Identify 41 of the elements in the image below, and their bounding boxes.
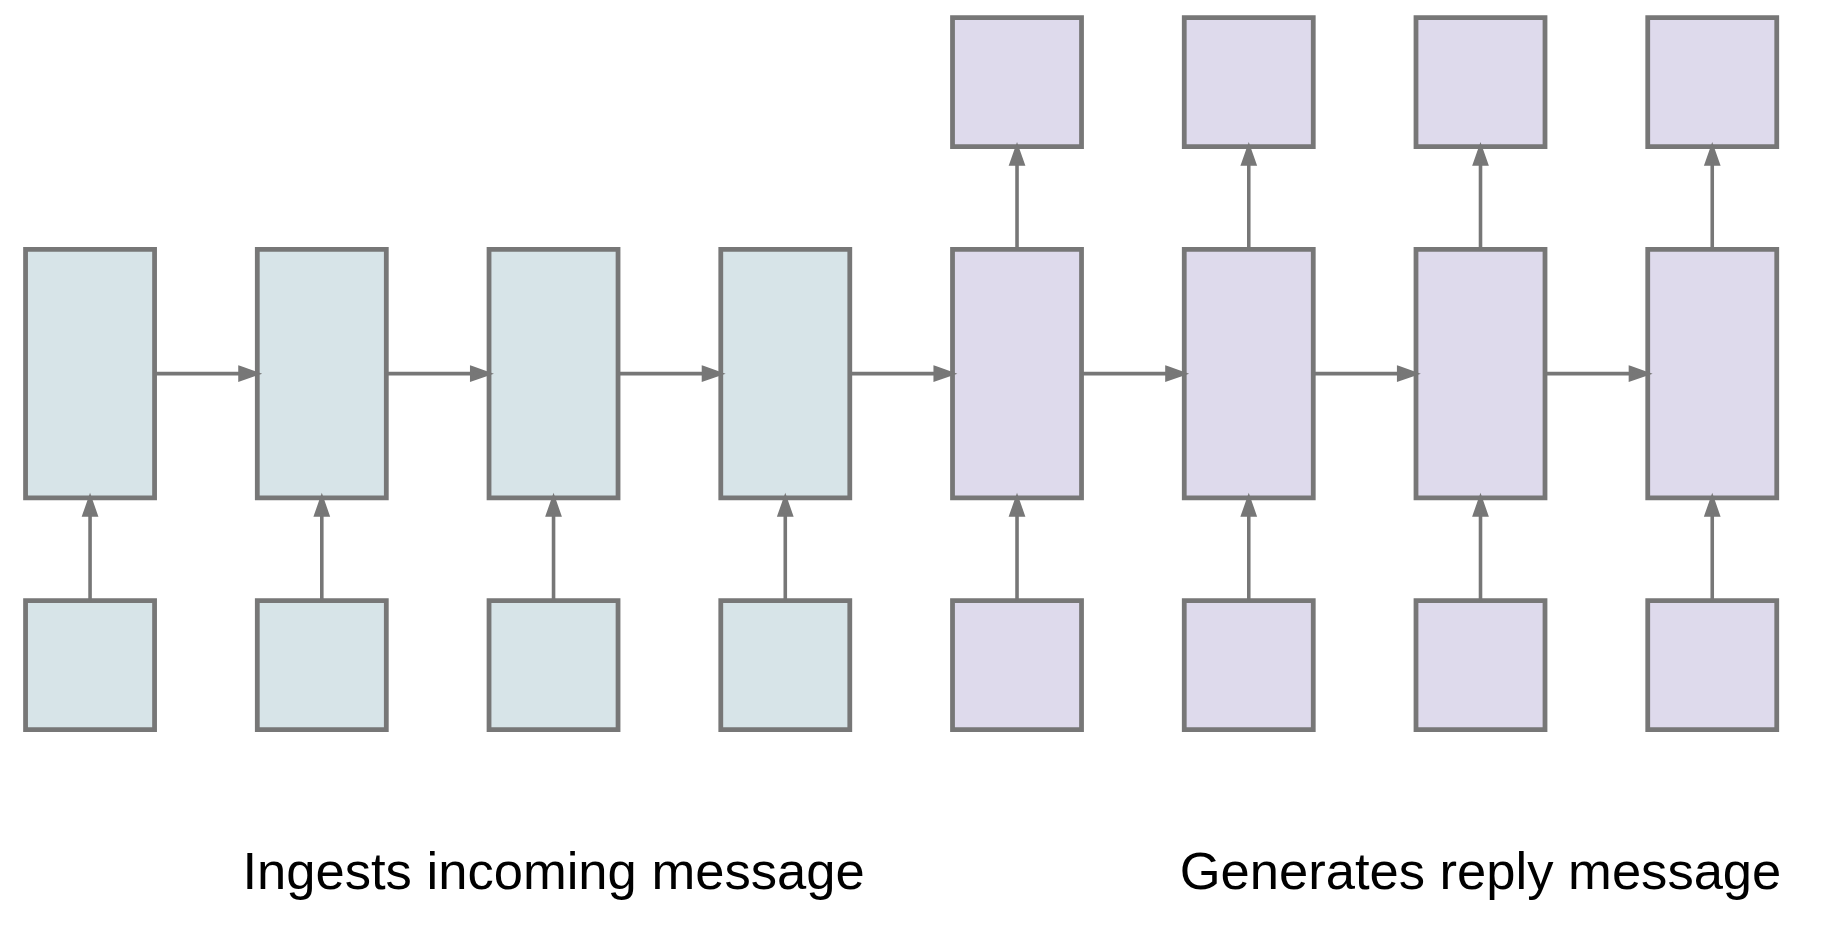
arrow bbox=[1703, 141, 1721, 249]
label: Generates reply message bbox=[1179, 840, 1782, 900]
arrow bbox=[1240, 141, 1258, 249]
node-box bbox=[718, 247, 853, 501]
arrow bbox=[387, 365, 494, 382]
arrow bbox=[1008, 492, 1026, 601]
arrow bbox=[313, 492, 331, 601]
arrow bbox=[1082, 365, 1190, 382]
arrow bbox=[850, 365, 958, 382]
node-box bbox=[1181, 247, 1316, 501]
arrow bbox=[1008, 141, 1026, 249]
arrow bbox=[155, 365, 263, 382]
label: Ingests incoming message bbox=[242, 840, 865, 900]
arrow bbox=[1313, 365, 1421, 382]
node-box bbox=[486, 247, 621, 501]
node-box bbox=[1645, 15, 1780, 150]
node-box bbox=[254, 598, 389, 732]
node-box bbox=[1645, 598, 1780, 732]
node-box bbox=[718, 598, 853, 732]
node-box bbox=[950, 598, 1084, 732]
node-box bbox=[1413, 247, 1548, 501]
arrow bbox=[1545, 365, 1653, 382]
node-box bbox=[486, 598, 621, 732]
node-box bbox=[950, 15, 1084, 150]
node-box bbox=[1413, 15, 1548, 150]
node-box bbox=[23, 247, 157, 501]
arrow bbox=[1240, 492, 1258, 601]
arrow bbox=[1472, 492, 1489, 601]
arrow bbox=[545, 492, 562, 601]
node-box bbox=[1181, 15, 1316, 150]
arrow bbox=[618, 365, 726, 382]
node-box bbox=[254, 247, 389, 501]
arrow bbox=[1472, 141, 1489, 249]
arrow bbox=[81, 492, 99, 601]
node-box bbox=[1181, 598, 1316, 732]
node-box bbox=[950, 247, 1084, 501]
arrow bbox=[776, 492, 794, 601]
node-box bbox=[1645, 247, 1780, 501]
node-box bbox=[1413, 598, 1548, 732]
arrow bbox=[1703, 492, 1721, 601]
node-box bbox=[23, 598, 157, 732]
